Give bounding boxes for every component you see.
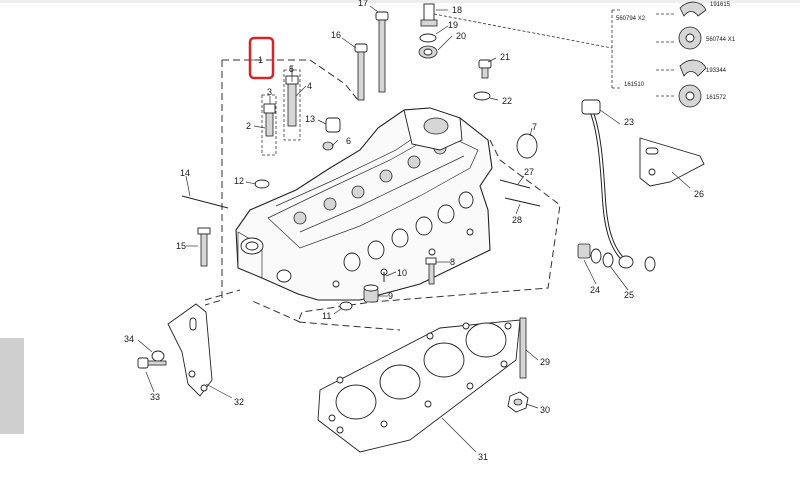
part-label-26: 26 [694,189,704,199]
part-label-23: 23 [624,117,634,127]
ref-label-191615: 191615 [710,2,731,8]
assembly-boundary-dashed [204,59,561,331]
part-6-plug [322,141,334,151]
ref-label-560744: 560744 X1 [706,37,736,43]
part-label-10: 10 [397,268,407,278]
reference-labels: 191615 560794 X2 560744 X1 193344 161510… [616,2,736,101]
part-label-28: 28 [512,215,522,225]
part-32-slot [189,317,197,331]
part-label-33: 33 [150,392,160,402]
ref-label-161572: 161572 [706,95,727,101]
part-33-bolt [137,357,167,369]
part-label-17: 17 [358,0,368,8]
leader-lines [137,5,691,453]
part-label-11: 11 [322,311,331,321]
part-14-stud [181,195,229,209]
reference-callout [433,1,707,108]
part-label-21: 21 [500,52,510,62]
part-26-slot [645,147,659,155]
part-26-hole [648,168,656,176]
ref-valve-seat-2 [679,59,707,77]
part-21-plug [478,59,492,79]
part-28-stud [504,197,541,207]
part-31-head-gasket [317,319,521,453]
part-32-hole-a [188,370,196,378]
ref-label-560794: 560794 X2 [616,16,646,22]
ref-valve-seat-1 [679,1,707,17]
part-30-nut [507,391,529,413]
ref-label-193344: 193344 [706,68,727,74]
part-24-nut [577,243,591,259]
part-8-stud [425,257,437,285]
part-label-24: 24 [590,285,600,295]
cylinder-head [235,107,493,301]
part-13-sleeve [325,117,341,133]
part-label-6: 6 [346,136,351,146]
part-32-bracket [167,303,213,397]
valve-group [261,66,301,156]
part-26-bracket [639,137,705,187]
part-label-27: 27 [524,167,534,177]
part-15-bolt [197,227,211,267]
part-label-31: 31 [478,452,488,462]
part-label-12: 12 [234,176,244,186]
part-label-5: 5 [289,64,294,74]
part-label-22: 22 [502,96,512,106]
scan-shadow-left [0,338,24,434]
part-label-14: 14 [180,168,190,178]
part-label-15: 15 [176,241,186,251]
part-label-29: 29 [540,357,550,367]
part-12-disc [254,179,270,189]
part-label-4: 4 [307,81,312,91]
part-label-9: 9 [388,291,393,301]
part-29-stud [519,317,527,379]
part-label-2: 2 [246,121,251,131]
part-label-32: 32 [234,397,244,407]
part-17-bolt [375,11,389,93]
part-label-25: 25 [624,290,634,300]
part-label-20: 20 [456,31,466,41]
part-16-bolt [354,43,368,101]
part-7-core-plug [516,133,538,159]
part-32-hole-b [200,384,208,392]
part-label-34: 34 [124,334,134,344]
part-label-18: 18 [452,5,462,15]
part-27-stud [499,179,531,189]
part-20-nut [418,45,438,59]
part-1-highlight-box[interactable] [248,36,275,80]
part-label-13: 13 [305,114,315,124]
part-19-washer [419,33,437,43]
part-labels: 1 2 3 4 5 6 7 8 9 10 11 12 13 14 15 16 1… [124,0,704,462]
part-label-7: 7 [532,122,537,132]
part-25-washers [590,248,656,272]
part-18-fitting [420,3,438,27]
part-label-16: 16 [331,30,341,40]
part-label-8: 8 [450,257,455,267]
part-label-30: 30 [540,405,550,415]
ref-label-161510: 161510 [624,82,645,88]
part-22-washer [473,91,491,101]
part-label-1[interactable]: 1 [258,55,263,65]
part-23-pipe [581,99,634,269]
part-label-19: 19 [448,20,458,30]
part-11-washer [339,301,353,311]
part-label-3: 3 [267,87,272,97]
part-34-washer [151,350,165,362]
scan-shadow-top [0,0,800,3]
part-9-sleeve [363,284,379,303]
